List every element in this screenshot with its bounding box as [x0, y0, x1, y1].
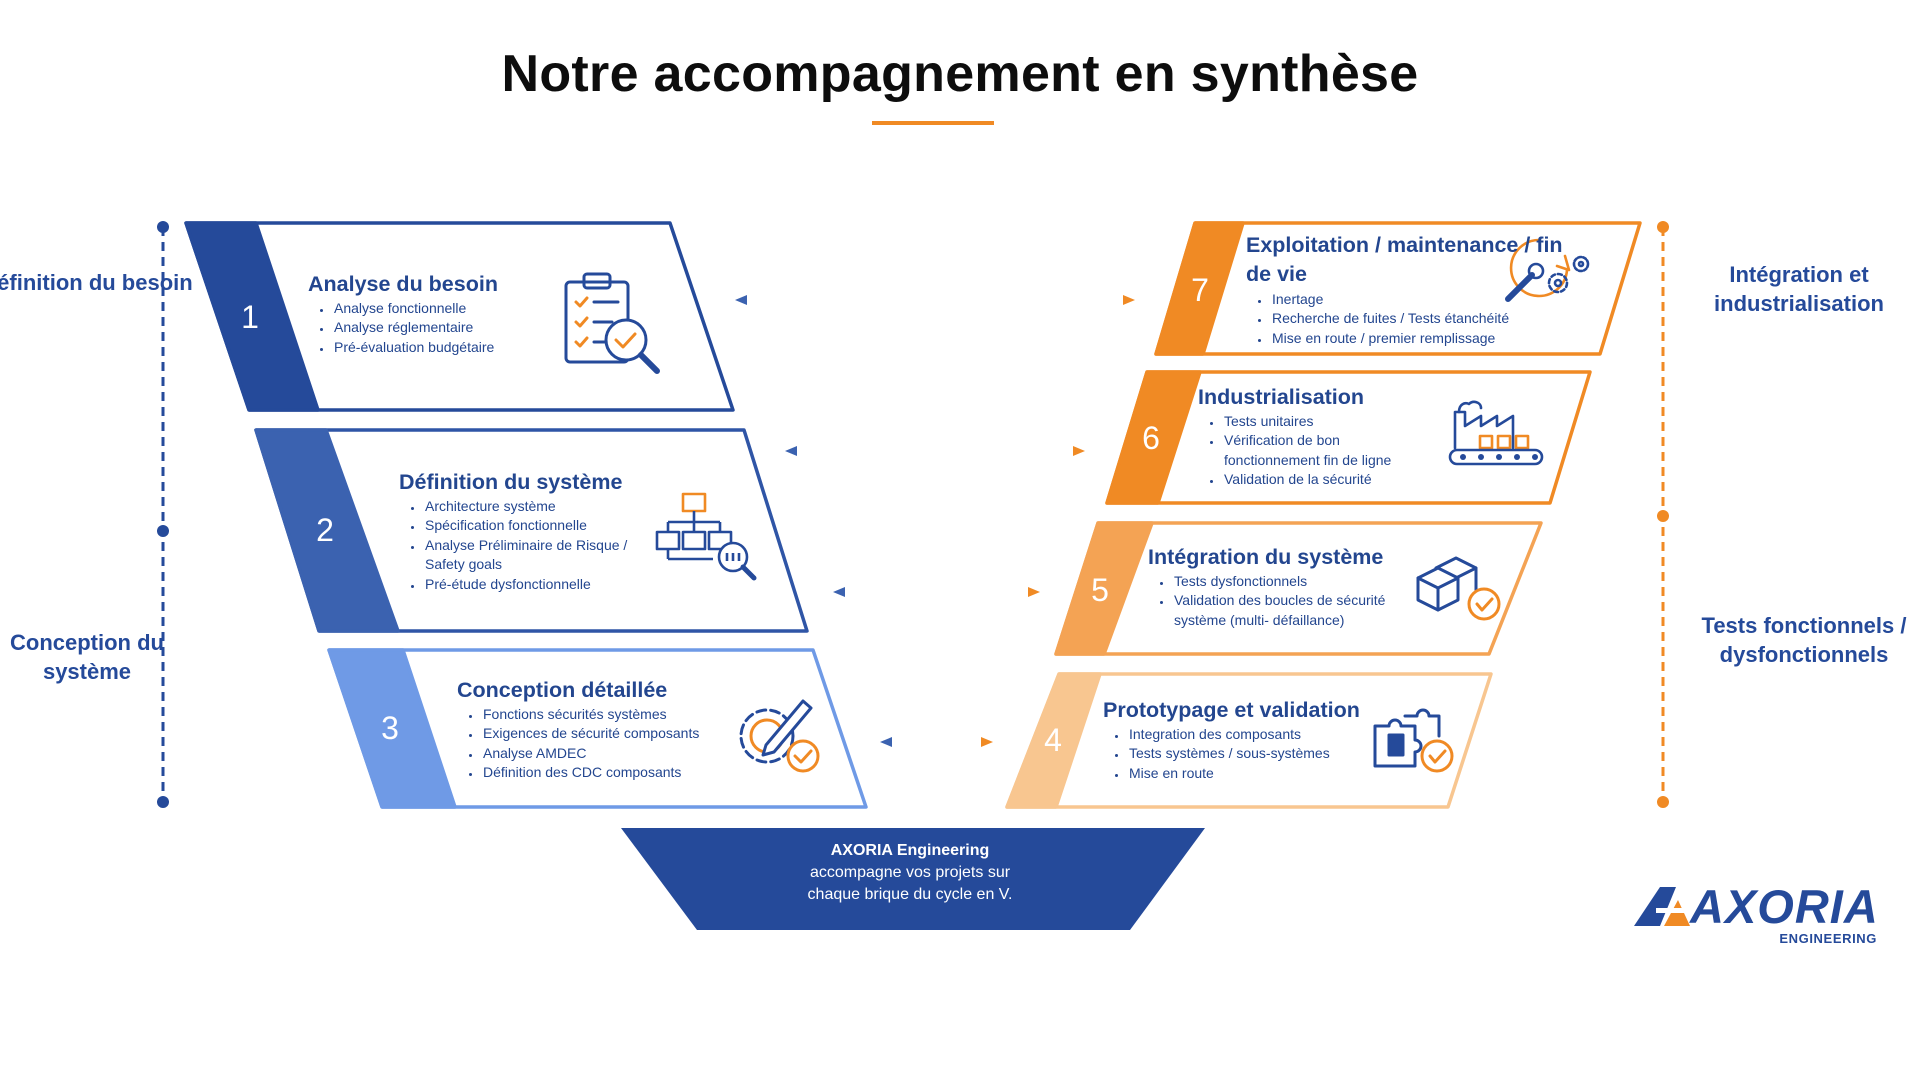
timeline-dot [1657, 221, 1669, 233]
link-2-6-arrow [785, 446, 1085, 456]
link-1-7-arrow [735, 295, 1135, 305]
funnel-banner [621, 828, 1205, 930]
step-6-title: Industrialisation [1198, 385, 1365, 409]
step-7-item: Inertage [1270, 290, 1540, 309]
logo-subtitle: ENGINEERING [1779, 931, 1877, 946]
wrench-gears-icon [1505, 238, 1590, 302]
clipboard-check-icon [564, 272, 660, 374]
step-6-list: Tests unitaires Vérification de bon fonc… [1200, 412, 1432, 490]
step-5-title: Intégration du système [1148, 545, 1384, 569]
step-3-list: Fonctions sécurités systèmes Exigences d… [459, 705, 731, 783]
link-3-4-arrow [880, 737, 993, 747]
step-2-card [254, 428, 809, 633]
step-7-item: Mise en route / premier remplissage [1270, 329, 1540, 348]
step-2-item: Analyse Préliminaire de Risque / Safety … [423, 536, 663, 575]
timeline-dot [1657, 510, 1669, 522]
step-5-list: Tests dysfonctionnels Validation des bou… [1150, 572, 1424, 630]
funnel-line-1: accompagne vos projets sur [809, 864, 1011, 881]
left-timeline [157, 221, 169, 808]
axoria-logo-mark [1634, 887, 1690, 926]
funnel-line-2: chaque brique du cycle en V. [807, 886, 1013, 903]
step-3-number: 3 [381, 710, 399, 746]
step-3-item: Analyse AMDEC [481, 744, 731, 763]
step-5-item: Tests dysfonctionnels [1172, 572, 1424, 591]
step-1-item: Pré-évaluation budgétaire [332, 338, 552, 357]
phase-label-conception: Conception du système [10, 630, 164, 684]
right-timeline [1657, 221, 1669, 808]
step-2-item: Spécification fonctionnelle [423, 516, 663, 535]
step-4-item: Tests systèmes / sous-systèmes [1127, 744, 1377, 763]
step-3-card [327, 648, 868, 809]
step-7-card [1154, 221, 1642, 356]
step-2-number: 2 [316, 512, 334, 548]
step-2-item: Pré-étude dysfonctionnelle [423, 575, 663, 594]
step-4-card [1005, 672, 1493, 809]
step-2-list: Architecture système Spécification fonct… [401, 497, 663, 594]
factory-conveyor-icon [1448, 400, 1544, 466]
step-4-title: Prototypage et validation [1103, 698, 1360, 722]
gear-pencil-icon [739, 699, 820, 773]
logo-wordmark: AXORIA [1690, 880, 1879, 933]
timeline-dot [157, 796, 169, 808]
step-6-item: Tests unitaires [1222, 412, 1432, 431]
step-4-list: Integration des composants Tests système… [1105, 725, 1377, 783]
step-2-title: Définition du système [399, 470, 623, 494]
step-7-item: Recherche de fuites / Tests étanchéité [1270, 309, 1540, 328]
step-7-title: Exploitation / maintenance / fin de vie [1246, 233, 1563, 286]
step-5-card [1054, 521, 1543, 656]
step-1-item: Analyse réglementaire [332, 318, 552, 337]
step-6-item: Vérification de bon fonctionnement fin d… [1222, 431, 1432, 470]
title-underline [872, 121, 994, 125]
step-7-list: Inertage Recherche de fuites / Tests éta… [1248, 290, 1540, 348]
phase-label-integration: Intégration et industrialisation [1714, 262, 1884, 316]
timeline-dot [157, 221, 169, 233]
step-1-item: Analyse fonctionnelle [332, 299, 552, 318]
timeline-dot [157, 525, 169, 537]
step-3-item: Fonctions sécurités systèmes [481, 705, 731, 724]
step-6-item: Validation de la sécurité [1222, 470, 1432, 489]
step-3-item: Définition des CDC composants [481, 763, 731, 782]
puzzle-check-icon [1373, 708, 1454, 773]
axoria-logo: AXORIA ENGINEERING [1632, 881, 1878, 947]
phase-label-definition: Définition du besoin [0, 270, 193, 295]
architecture-search-icon [655, 492, 757, 581]
step-5-item: Validation des boucles de sécurité systè… [1172, 591, 1424, 630]
phase-label-tests: Tests fonctionnels / dysfonctionnels [1701, 613, 1907, 667]
step-3-item: Exigences de sécurité composants [481, 724, 731, 743]
step-1-title: Analyse du besoin [308, 272, 498, 296]
step-2-item: Architecture système [423, 497, 663, 516]
timeline-dot [1657, 796, 1669, 808]
step-1-number: 1 [241, 299, 259, 335]
step-7-number: 7 [1191, 272, 1209, 308]
step-4-item: Mise en route [1127, 764, 1377, 783]
boxes-check-icon [1416, 556, 1501, 621]
step-4-number: 4 [1044, 722, 1062, 758]
step-6-number: 6 [1142, 420, 1160, 456]
link-3-5-arrow [833, 587, 1040, 597]
funnel-company: AXORIA Engineering [830, 842, 990, 859]
page-title: Notre accompagnement en synthèse [501, 45, 1419, 103]
funnel-text: AXORIA Engineering accompagne vos projet… [700, 840, 1120, 906]
step-4-item: Integration des composants [1127, 725, 1377, 744]
step-3-title: Conception détaillée [457, 678, 668, 702]
step-1-list: Analyse fonctionnelle Analyse réglementa… [310, 299, 552, 357]
step-5-number: 5 [1091, 572, 1109, 608]
